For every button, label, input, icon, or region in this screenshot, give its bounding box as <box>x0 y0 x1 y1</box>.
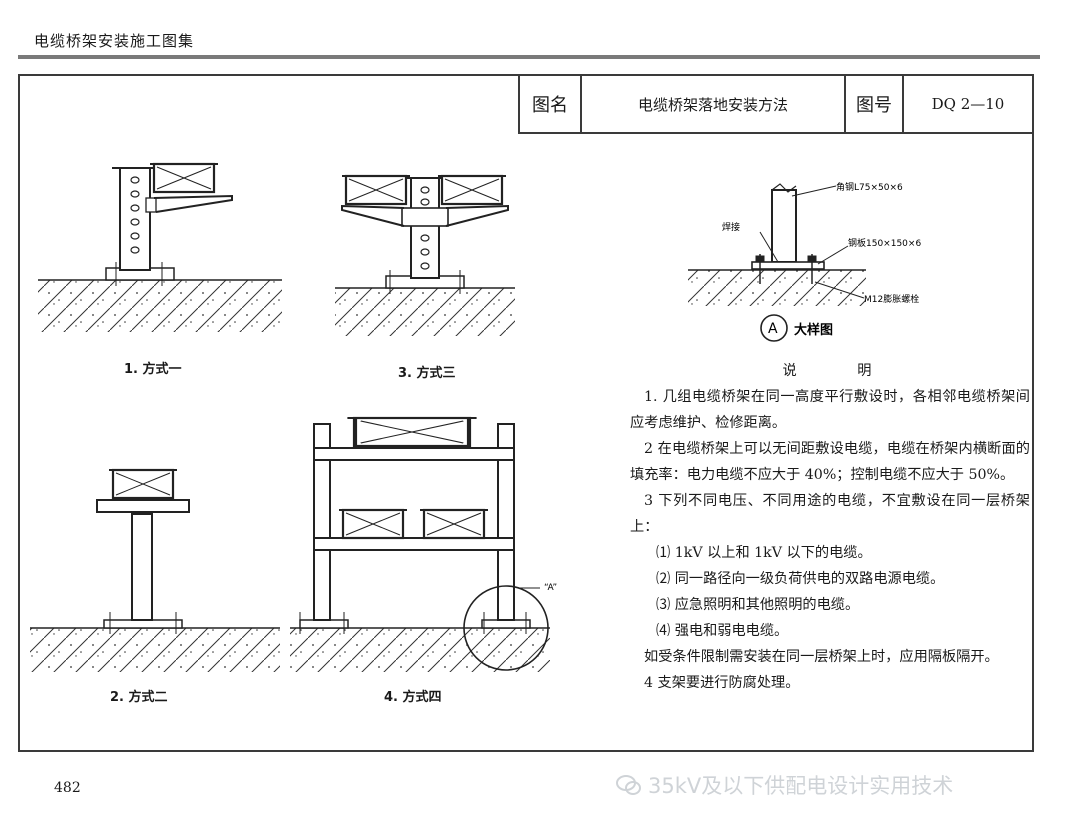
figure-1-drawing <box>38 162 282 332</box>
watermark: 35kV及以下供配电设计实用技术 <box>616 770 953 800</box>
figure-2-drawing <box>30 468 280 672</box>
page-number: 482 <box>54 780 81 796</box>
caption-fig2: 2. 方式二 <box>110 690 168 705</box>
label-weld: 焊接 <box>722 221 740 233</box>
wechat-icon <box>616 775 641 795</box>
watermark-text: 35kV及以下供配电设计实用技术 <box>648 774 954 798</box>
detail-title: 大样图 <box>794 322 833 338</box>
notes-section: 说 明 1. 几组电缆桥架在同一高度平行敷设时，各相邻电缆桥架间应考虑维护、检修… <box>630 358 1030 696</box>
detail-a-drawing <box>688 183 866 342</box>
note-3-item-4: ⑷ 强电和弱电电缆。 <box>656 623 789 639</box>
label-angle-steel: 角钢L75×50×6 <box>836 181 903 193</box>
title-block-number-value: DQ 2—10 <box>902 74 1034 134</box>
callout-a-label: “A” <box>544 583 557 593</box>
detail-marker-a: A <box>768 321 778 337</box>
label-bolt: M12膨胀螺栓 <box>864 293 919 305</box>
caption-fig1: 1. 方式一 <box>124 362 182 377</box>
book-title: 电缆桥架安装施工图集 <box>34 32 195 50</box>
title-block-name-value: 电缆桥架落地安装方法 <box>580 74 846 134</box>
note-3-extra: 如受条件限制需安装在同一层桥架上时，应用隔板隔开。 <box>644 649 999 665</box>
title-block-number-label: 图号 <box>844 74 904 134</box>
title-block-name-label: 图名 <box>518 74 582 134</box>
note-3-item-1: ⑴ 1kV 以上和 1kV 以下的电缆。 <box>656 545 872 561</box>
note-1: 1. 几组电缆桥架在同一高度平行敷设时，各相邻电缆桥架间应考虑维护、检修距离。 <box>630 389 1030 431</box>
note-3-item-2: ⑵ 同一路径向一级负荷供电的双路电源电缆。 <box>656 571 945 587</box>
header-rule <box>18 55 1040 59</box>
notes-title: 说 明 <box>782 363 900 379</box>
figure-3-drawing <box>335 174 515 336</box>
note-2: 2 在电缆桥架上可以无间距敷设电缆，电缆在桥架内横断面的填充率：电力电缆不应大于… <box>630 441 1030 483</box>
label-plate: 钢板150×150×6 <box>848 237 921 249</box>
note-4: 4 支架要进行防腐处理。 <box>644 675 800 691</box>
figure-4-drawing <box>290 418 550 672</box>
note-3: 3 下列不同电压、不同用途的电缆，不宜敷设在同一层桥架上： <box>630 493 1030 535</box>
note-3-item-3: ⑶ 应急照明和其他照明的电缆。 <box>656 597 860 613</box>
caption-fig3: 3. 方式三 <box>398 366 456 381</box>
caption-fig4: 4. 方式四 <box>384 690 442 705</box>
